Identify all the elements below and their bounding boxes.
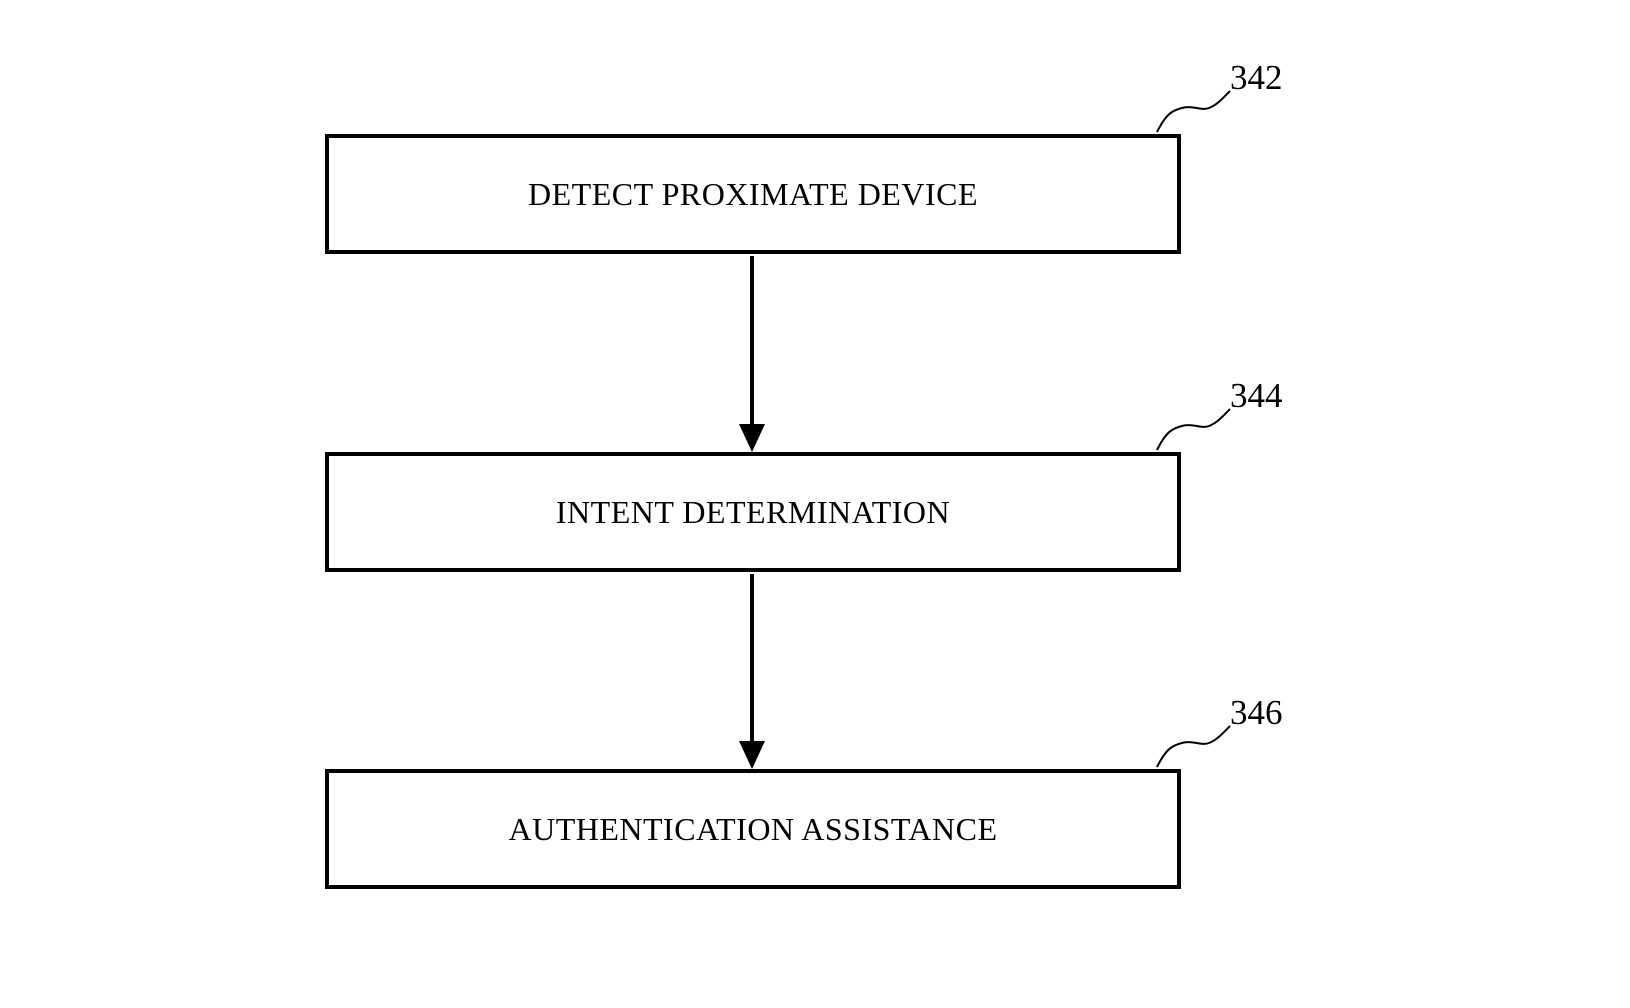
ref-numeral-344: 344 (1230, 376, 1283, 415)
ref-numeral-346: 346 (1230, 693, 1283, 732)
flow-step-label: DETECT PROXIMATE DEVICE (528, 175, 978, 212)
flow-step-label: INTENT DETERMINATION (555, 493, 951, 530)
flow-step-box-intent-determination: INTENT DETERMINATION (325, 452, 1181, 572)
flow-step-box-detect-proximate-device: DETECT PROXIMATE DEVICE (325, 134, 1181, 254)
flow-step-box-authentication-assistance: AUTHENTICATION ASSISTANCE (325, 769, 1181, 889)
leader-line-344 (1156, 408, 1231, 451)
leader-line-342 (1156, 90, 1231, 133)
leader-line-346 (1156, 725, 1231, 768)
flow-step-label: AUTHENTICATION ASSISTANCE (508, 810, 998, 847)
ref-numeral-342: 342 (1230, 58, 1283, 97)
arrow-down-icon (739, 424, 765, 452)
arrow-down-icon (739, 741, 765, 769)
